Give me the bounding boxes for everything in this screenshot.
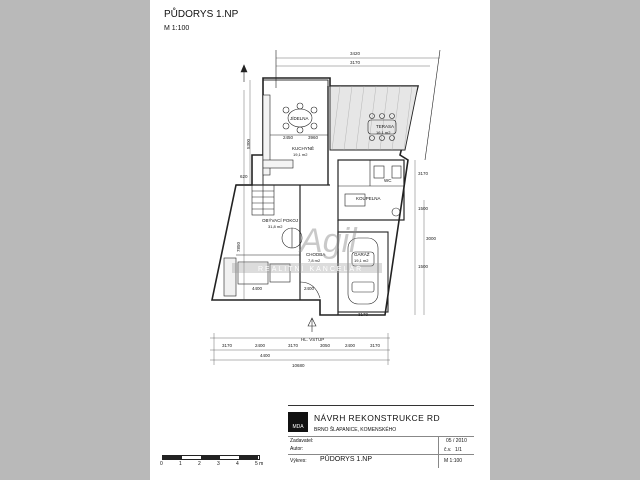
- dim-left2: 620: [240, 174, 248, 179]
- dim-w2: 2400: [304, 286, 315, 291]
- watermark-script: Agil: [298, 222, 358, 260]
- room-kuchyne-area: 19,1 m2: [293, 152, 308, 157]
- entrance-marker-icon: [307, 317, 317, 332]
- drawing-content: PŮDORYS 1.NP: [320, 456, 372, 463]
- scale-tick-4: 4: [236, 461, 239, 467]
- dim-w1: 4400: [252, 286, 263, 291]
- logo-text: MDA: [292, 424, 304, 430]
- dim-top2: 3170: [350, 60, 361, 65]
- room-obyvaci-area: 31,8 m2: [268, 224, 283, 229]
- staircase: [251, 184, 275, 216]
- dim-b2: 2400: [255, 343, 266, 348]
- room-koupelna: KOUPELNA: [356, 196, 381, 201]
- plan-title: PŮDORYS 1.NP: [164, 9, 239, 20]
- dim-right2: 1500: [418, 206, 429, 211]
- dim-b3: 3170: [288, 343, 299, 348]
- scale-tick-2: 2: [198, 461, 201, 467]
- dim-b4: 3050: [320, 343, 331, 348]
- plan-scale: M 1:100: [164, 25, 190, 32]
- room-terasa: TERASA: [376, 124, 394, 129]
- project-location: BRNO ŠLAPANICE, KOMENSKÉHO: [314, 427, 397, 433]
- dim-right4: 1500: [418, 264, 429, 269]
- drawing-scale: M 1:100: [444, 458, 463, 464]
- dim-d1: 2450: [283, 135, 294, 140]
- room-chodba: CHODBA: [306, 252, 325, 257]
- watermark-band: REALITNÍ KANCELÁŘ: [258, 264, 363, 273]
- dim-b5: 2400: [345, 343, 356, 348]
- label-content: Výkres:: [290, 458, 307, 464]
- date: 05 / 2010: [446, 438, 467, 444]
- scale-tick-1: 1: [179, 461, 182, 467]
- floor-plan: 3420 3170 2450 3960 5300 620 7850 3170 1…: [210, 49, 441, 368]
- room-jidelna: JÍDELNA: [290, 115, 309, 121]
- drawing-no: 1/1: [455, 447, 462, 453]
- scale-tick-3: 3: [217, 461, 220, 467]
- dim-top1: 3420: [350, 51, 361, 56]
- label-investor: Zadavatel:: [290, 438, 314, 444]
- room-terasa-area: 16,1 m2: [376, 130, 391, 135]
- dim-right3: 3000: [426, 236, 437, 241]
- car-icon: [347, 237, 379, 305]
- dim-b7: 4400: [260, 353, 271, 358]
- logo: MDA: [288, 412, 308, 432]
- drawing-no-label: č.v.: [444, 447, 452, 453]
- north-arrow-icon: [240, 64, 248, 82]
- room-obyvaci: OBÝVACÍ POKOJ: [262, 217, 298, 223]
- dim-left1: 5300: [246, 138, 251, 149]
- room-chodba-area: 7,8 m2: [308, 258, 321, 263]
- dim-w3: 3170: [358, 312, 369, 317]
- scale-tick-5: 5 m: [255, 461, 264, 467]
- dim-left3: 7850: [236, 241, 241, 252]
- dim-d2: 3960: [308, 135, 319, 140]
- dim-right1: 3170: [418, 171, 429, 176]
- project-name: NÁVRH REKONSTRUKCE RD: [314, 413, 440, 423]
- terrace-table-icon: [367, 113, 397, 141]
- dim-total: 10680: [292, 363, 305, 368]
- scale-bar: 0 1 2 3 4 5 m: [160, 455, 270, 469]
- drawing-sheet: PŮDORYS 1.NP M 1:100: [150, 0, 490, 480]
- title-block: MDA NÁVRH REKONSTRUKCE RD BRNO ŠLAPANICE…: [288, 405, 474, 468]
- dining-table-icon: [282, 102, 318, 134]
- room-garaz-area: 19,1 m2: [354, 258, 369, 263]
- dim-b6: 3170: [370, 343, 381, 348]
- room-kuchyne: KUCHYNĚ: [292, 144, 314, 151]
- scale-tick-0: 0: [160, 461, 163, 467]
- entrance-label: HL. VSTUP: [301, 337, 324, 342]
- label-author: Autor:: [290, 446, 304, 452]
- dim-b1: 3170: [222, 343, 233, 348]
- room-garaz: GARÁŽ: [354, 250, 370, 257]
- room-wc: WC: [384, 178, 392, 183]
